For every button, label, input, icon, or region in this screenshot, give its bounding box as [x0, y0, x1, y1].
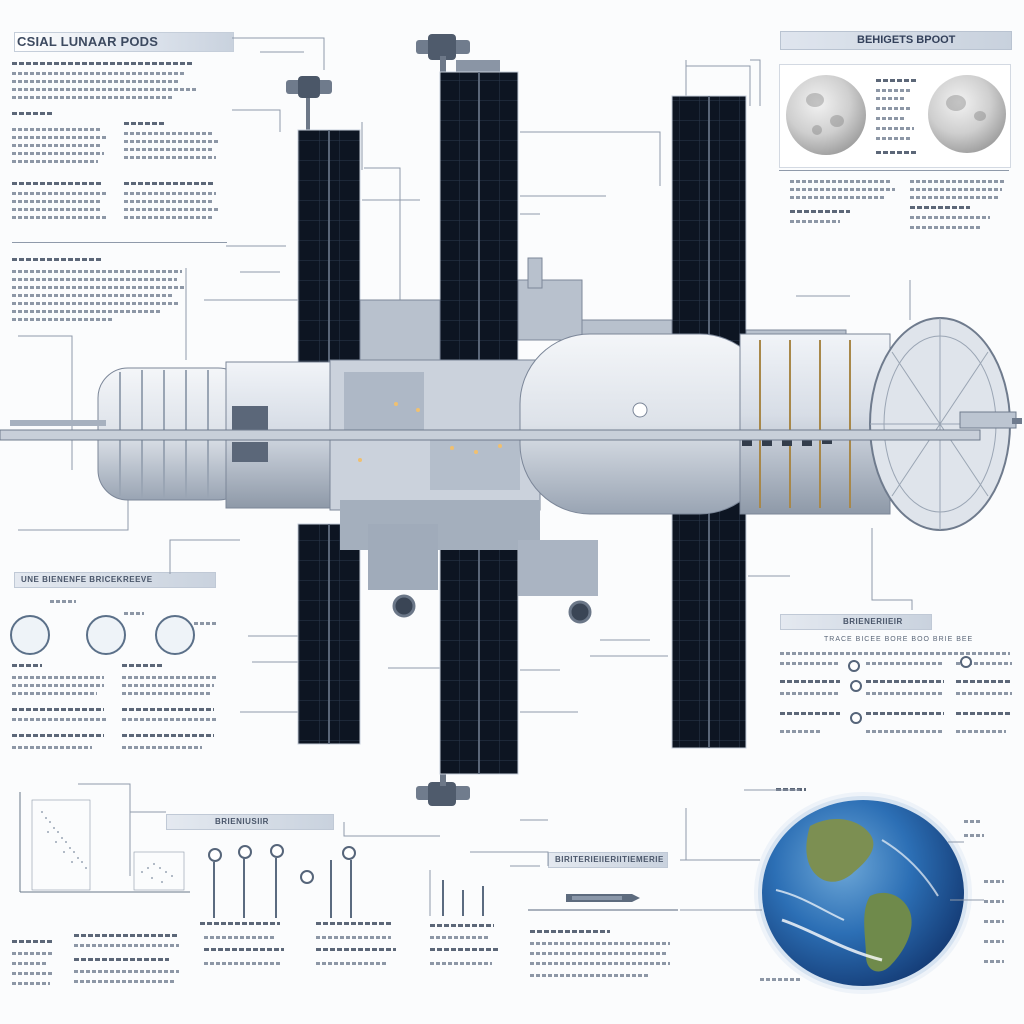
diagram-title-bar: CSIAL LUNAAR PODS [14, 32, 234, 52]
moon-comparison-panel [779, 64, 1011, 168]
dot-chart-graphic [19, 792, 190, 893]
radar-icon [208, 848, 222, 862]
landing-gear [392, 594, 592, 624]
radar-dish [869, 317, 1022, 531]
center-bottom-header-label: BRIENIUSIIR [215, 817, 269, 826]
earth-icon [762, 800, 964, 986]
left-lower-header: UNE BIENENFE BRICEKREEVE [14, 572, 216, 588]
left-middle-heading-text [12, 258, 102, 261]
right-middle-header-label: BRIENERIIEIR [843, 617, 903, 626]
bottom-center-header-label: BIRITERIEIIERIITIEMERIE [555, 855, 664, 864]
right-middle-caption: TRACE BICEE BORE BOO BRIE BEE [824, 636, 974, 643]
gauge-icon [10, 615, 50, 655]
bottom-left-dot-chart [12, 782, 192, 902]
moon-icon [786, 75, 866, 155]
radar-icon [342, 846, 356, 860]
gauge-icon [155, 615, 195, 655]
satellite-module-icon [416, 772, 470, 806]
callout-lines [18, 37, 984, 916]
right-middle-header: BRIENERIIEIR [780, 614, 932, 630]
diagram-title: CSIAL LUNAAR PODS [17, 34, 159, 49]
radar-icon [300, 870, 314, 884]
satellite-module-icon [416, 34, 500, 72]
station-spine [0, 429, 981, 441]
satellite-module-icon [286, 76, 332, 130]
radar-icon [270, 844, 284, 858]
report-title: BEHIGETS BPOOT [857, 34, 956, 46]
center-bottom-header: BRIENIUSIIR [166, 814, 334, 830]
left-lower-header-label: UNE BIENENFE BRICEKREEVE [21, 575, 153, 584]
radar-icon [238, 845, 252, 859]
right-habitat-module [519, 333, 891, 515]
report-title-bar: BEHIGETS BPOOT [780, 31, 1012, 50]
gauge-icon [86, 615, 126, 655]
moon-icon [928, 75, 1006, 153]
